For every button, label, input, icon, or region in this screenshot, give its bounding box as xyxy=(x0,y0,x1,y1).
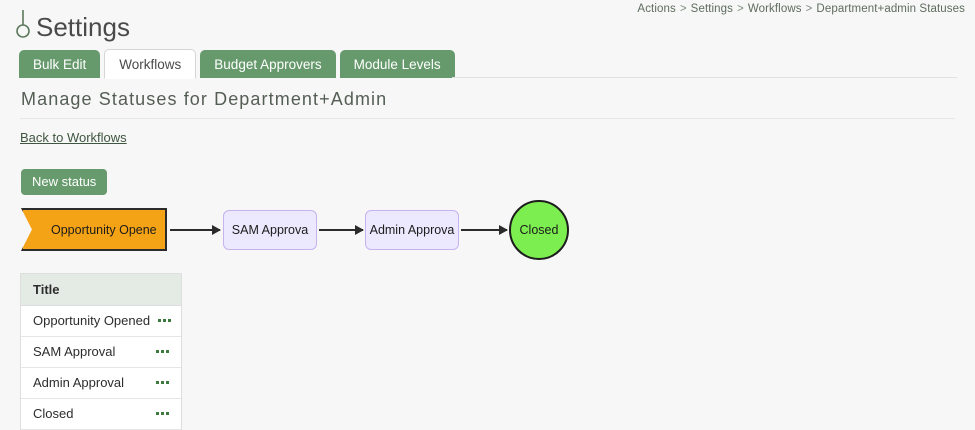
breadcrumb-separator: > xyxy=(679,3,687,15)
tab-workflows[interactable]: Workflows xyxy=(104,49,197,79)
table-row[interactable]: Closed xyxy=(21,399,181,430)
status-table: Title Opportunity Opened SAM Approval Ad… xyxy=(20,273,182,430)
kebab-menu-icon[interactable] xyxy=(156,412,169,415)
workflow-arrow-3 xyxy=(461,225,508,235)
workflow-node-opportunity-opened[interactable]: Opportunity Opene xyxy=(21,208,167,251)
status-title: Closed xyxy=(33,406,74,421)
back-to-workflows-link[interactable]: Back to Workflows xyxy=(20,130,127,145)
kebab-menu-icon[interactable] xyxy=(158,319,172,322)
workflow-arrow-2 xyxy=(319,225,364,235)
tab-bar: Bulk Edit Workflows Budget Approvers Mod… xyxy=(19,48,459,79)
workflow-diagram: Opportunity Opene SAM Approva Admin Appr… xyxy=(0,200,975,266)
workflow-node-closed[interactable]: Closed xyxy=(509,200,569,260)
breadcrumb-separator: > xyxy=(805,3,813,15)
heading-divider xyxy=(20,118,955,119)
status-title: SAM Approval xyxy=(33,344,116,359)
kebab-menu-icon[interactable] xyxy=(156,350,169,353)
tab-bulk-edit[interactable]: Bulk Edit xyxy=(19,50,101,78)
breadcrumb-item-workflows[interactable]: Workflows xyxy=(747,3,802,15)
table-row[interactable]: Opportunity Opened xyxy=(21,306,181,337)
tabbar-divider xyxy=(452,77,957,78)
page-title-row: Settings xyxy=(8,10,130,44)
page-title: Settings xyxy=(36,12,130,42)
workflow-node-admin-approval[interactable]: Admin Approva xyxy=(365,210,459,250)
breadcrumb-item-settings[interactable]: Settings xyxy=(690,3,734,15)
tab-budget-approvers[interactable]: Budget Approvers xyxy=(200,50,336,78)
table-row[interactable]: Admin Approval xyxy=(21,368,181,399)
breadcrumb-separator: > xyxy=(737,3,744,15)
section-heading: Manage Statuses for Department+Admin xyxy=(21,89,388,109)
tab-module-levels[interactable]: Module Levels xyxy=(339,50,455,78)
workflow-arrow-1 xyxy=(170,225,221,235)
table-row[interactable]: SAM Approval xyxy=(21,337,181,368)
breadcrumb: Actions>Settings>Workflows>Department+ad… xyxy=(637,3,965,15)
kebab-menu-icon[interactable] xyxy=(156,381,169,384)
breadcrumb-item-current: Department+admin Statuses xyxy=(816,3,965,15)
gear-icon xyxy=(8,10,38,44)
status-title: Opportunity Opened xyxy=(33,313,151,328)
status-title: Admin Approval xyxy=(33,375,125,390)
breadcrumb-item-actions[interactable]: Actions xyxy=(637,3,676,15)
table-column-header-title: Title xyxy=(21,274,181,306)
workflow-node-sam-approval[interactable]: SAM Approva xyxy=(223,210,317,250)
new-status-button[interactable]: New status xyxy=(21,169,108,195)
